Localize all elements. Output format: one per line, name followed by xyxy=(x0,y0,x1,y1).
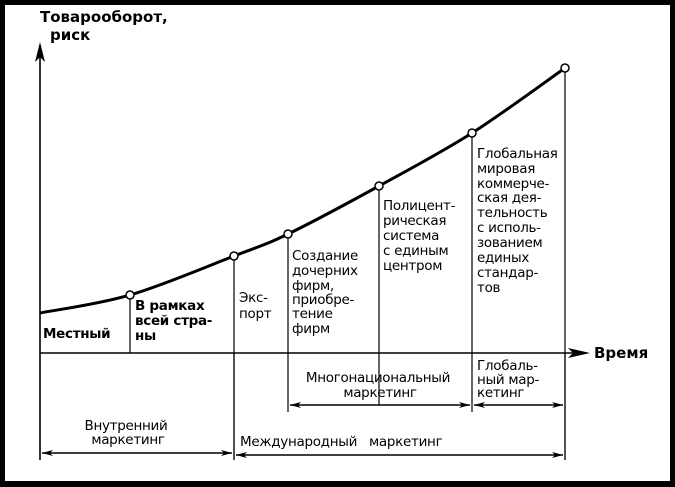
stage-labels: Местный В рамках всей стра- ны Экс- порт… xyxy=(43,146,562,344)
span-domestic-label: Внутренний маркетинг xyxy=(84,418,171,448)
span-multinational-label: Многонациональный маркетинг xyxy=(306,370,454,401)
span-international-marketing: Международный маркетинг xyxy=(236,434,563,458)
stage-point xyxy=(229,251,239,261)
stage-dividers xyxy=(129,68,566,460)
span-global-marketing: Глобаль- ный мар- кетинг xyxy=(474,358,563,408)
span-domestic-marketing: Внутренний маркетинг xyxy=(42,418,232,456)
stage-point xyxy=(125,290,135,300)
y-axis-label-line2: риск xyxy=(50,26,90,44)
x-axis-label: Время xyxy=(594,344,648,362)
stage-points xyxy=(125,63,570,300)
stage-label-national: В рамках всей стра- ны xyxy=(135,298,216,344)
span-international-label: Международный маркетинг xyxy=(240,434,443,450)
stage-label-polycentric: Полицент- рическая система с единым цент… xyxy=(383,198,459,274)
span-multinational-marketing: Многонациональный маркетинг xyxy=(290,370,470,408)
stage-point xyxy=(374,181,384,191)
y-axis-label-line1: Товарооборот, xyxy=(40,8,168,26)
stage-label-subsidiaries: Создание дочерних фирм, приобре- тение ф… xyxy=(292,248,362,337)
stage-label-local: Местный xyxy=(43,326,110,342)
span-global-label: Глобаль- ный мар- кетинг xyxy=(477,358,543,401)
x-axis-arrow-icon xyxy=(568,348,590,358)
stage-point xyxy=(467,128,477,138)
stage-point xyxy=(283,229,293,239)
stage-label-export: Экс- порт xyxy=(239,290,272,322)
stage-label-global: Глобальная мировая коммерче- ская дея- т… xyxy=(477,146,562,296)
diagram-frame xyxy=(5,5,670,481)
y-axis-arrow-icon xyxy=(35,42,45,62)
stage-point xyxy=(560,63,570,73)
